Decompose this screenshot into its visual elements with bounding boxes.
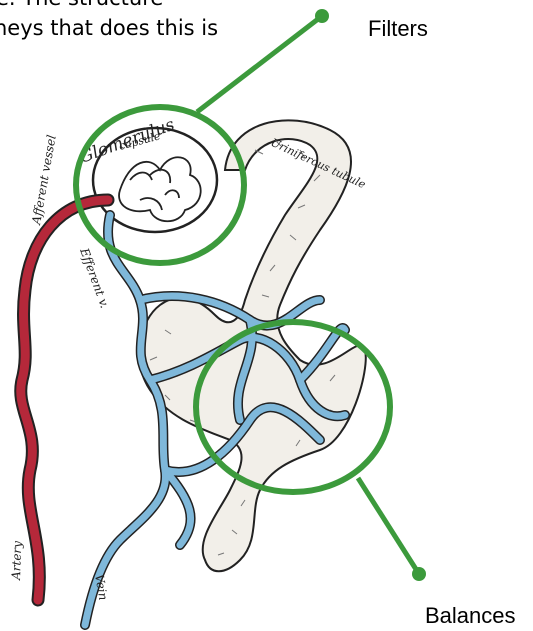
filters-dot — [315, 9, 329, 23]
balances-dot — [412, 567, 426, 581]
afferent-artery: Afferent vessel Artery — [9, 134, 108, 600]
artery-text: Artery — [9, 541, 24, 582]
filters-connector — [197, 16, 322, 112]
efferent-vessel-text: Efferent v. — [77, 245, 112, 310]
afferent-vessel-text: Afferent vessel — [29, 134, 59, 227]
balances-connector — [358, 478, 419, 574]
